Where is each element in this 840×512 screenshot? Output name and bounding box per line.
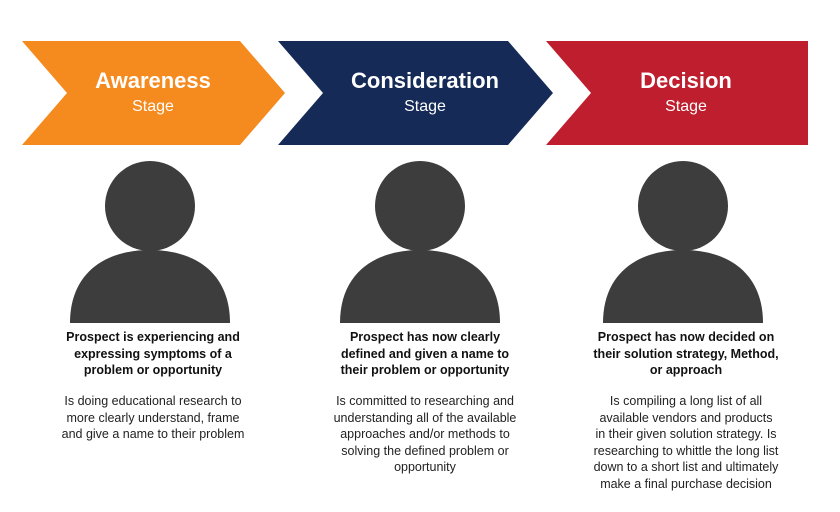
stage-headline: Prospect has now clearly defined and giv… bbox=[285, 329, 565, 379]
description-line: solving the defined problem or bbox=[341, 443, 509, 458]
decision-chevron bbox=[546, 41, 808, 145]
stage-arrows bbox=[22, 41, 808, 145]
stage-awareness: Awareness Stage Prospect is experiencing… bbox=[13, 0, 293, 512]
stage-title: Decision bbox=[640, 68, 732, 93]
description-line: researching to whittle the long list bbox=[593, 443, 779, 458]
description-line: Is compiling a long list of all bbox=[609, 394, 763, 408]
headline-line: or approach bbox=[649, 363, 723, 377]
stage-title: Awareness bbox=[95, 68, 211, 93]
headline-line: problem or opportunity bbox=[83, 363, 223, 377]
description-line: opportunity bbox=[394, 460, 456, 474]
description-line: approaches and/or methods to bbox=[340, 427, 510, 441]
stage-headline: Prospect is experiencing and expressing … bbox=[13, 329, 293, 379]
stage-subtitle: Stage bbox=[404, 98, 446, 115]
stage-label: Decision Stage bbox=[546, 66, 826, 118]
stage-decision: Decision Stage Prospect has now decided … bbox=[546, 0, 826, 512]
description-line: Is committed to researching and bbox=[336, 394, 514, 408]
stage-subtitle: Stage bbox=[132, 98, 174, 115]
description-line: understanding all of the available bbox=[333, 410, 517, 425]
description-line: in their given solution strategy. Is bbox=[595, 427, 777, 441]
description-line: Is doing educational research to bbox=[64, 394, 242, 408]
description-line: make a final purchase decision bbox=[600, 476, 772, 491]
stage-title: Consideration bbox=[351, 68, 499, 93]
stage-subtitle: Stage bbox=[665, 98, 707, 115]
headline-line: defined and given a name to bbox=[340, 346, 510, 361]
stage-description: Is compiling a long list of all availabl… bbox=[546, 393, 826, 492]
headline-line: their problem or opportunity bbox=[340, 363, 510, 377]
stage-label: Awareness Stage bbox=[13, 66, 293, 118]
consideration-chevron bbox=[278, 41, 553, 145]
headline-line: expressing symptoms of a bbox=[74, 346, 232, 361]
stage-headline: Prospect has now decided on their soluti… bbox=[546, 329, 826, 379]
stage-consideration: Consideration Stage Prospect has now cle… bbox=[285, 0, 565, 512]
stage-label: Consideration Stage bbox=[285, 66, 565, 118]
stage-description: Is doing educational research to more cl… bbox=[13, 393, 293, 443]
description-line: available vendors and products bbox=[599, 410, 773, 425]
headline-line: Prospect is experiencing and bbox=[66, 330, 240, 344]
headline-line: Prospect has now clearly bbox=[349, 330, 501, 344]
awareness-chevron bbox=[22, 41, 285, 145]
headline-line: their solution strategy, Method, bbox=[593, 346, 779, 361]
headline-line: Prospect has now decided on bbox=[597, 330, 775, 344]
stage-description: Is committed to researching and understa… bbox=[285, 393, 565, 476]
person-icon bbox=[70, 161, 230, 323]
person-icon bbox=[340, 161, 500, 323]
description-line: and give a name to their problem bbox=[61, 427, 245, 441]
description-line: down to a short list and ultimately bbox=[593, 460, 779, 474]
person-icon bbox=[603, 161, 763, 323]
description-line: more clearly understand, frame bbox=[66, 410, 240, 425]
